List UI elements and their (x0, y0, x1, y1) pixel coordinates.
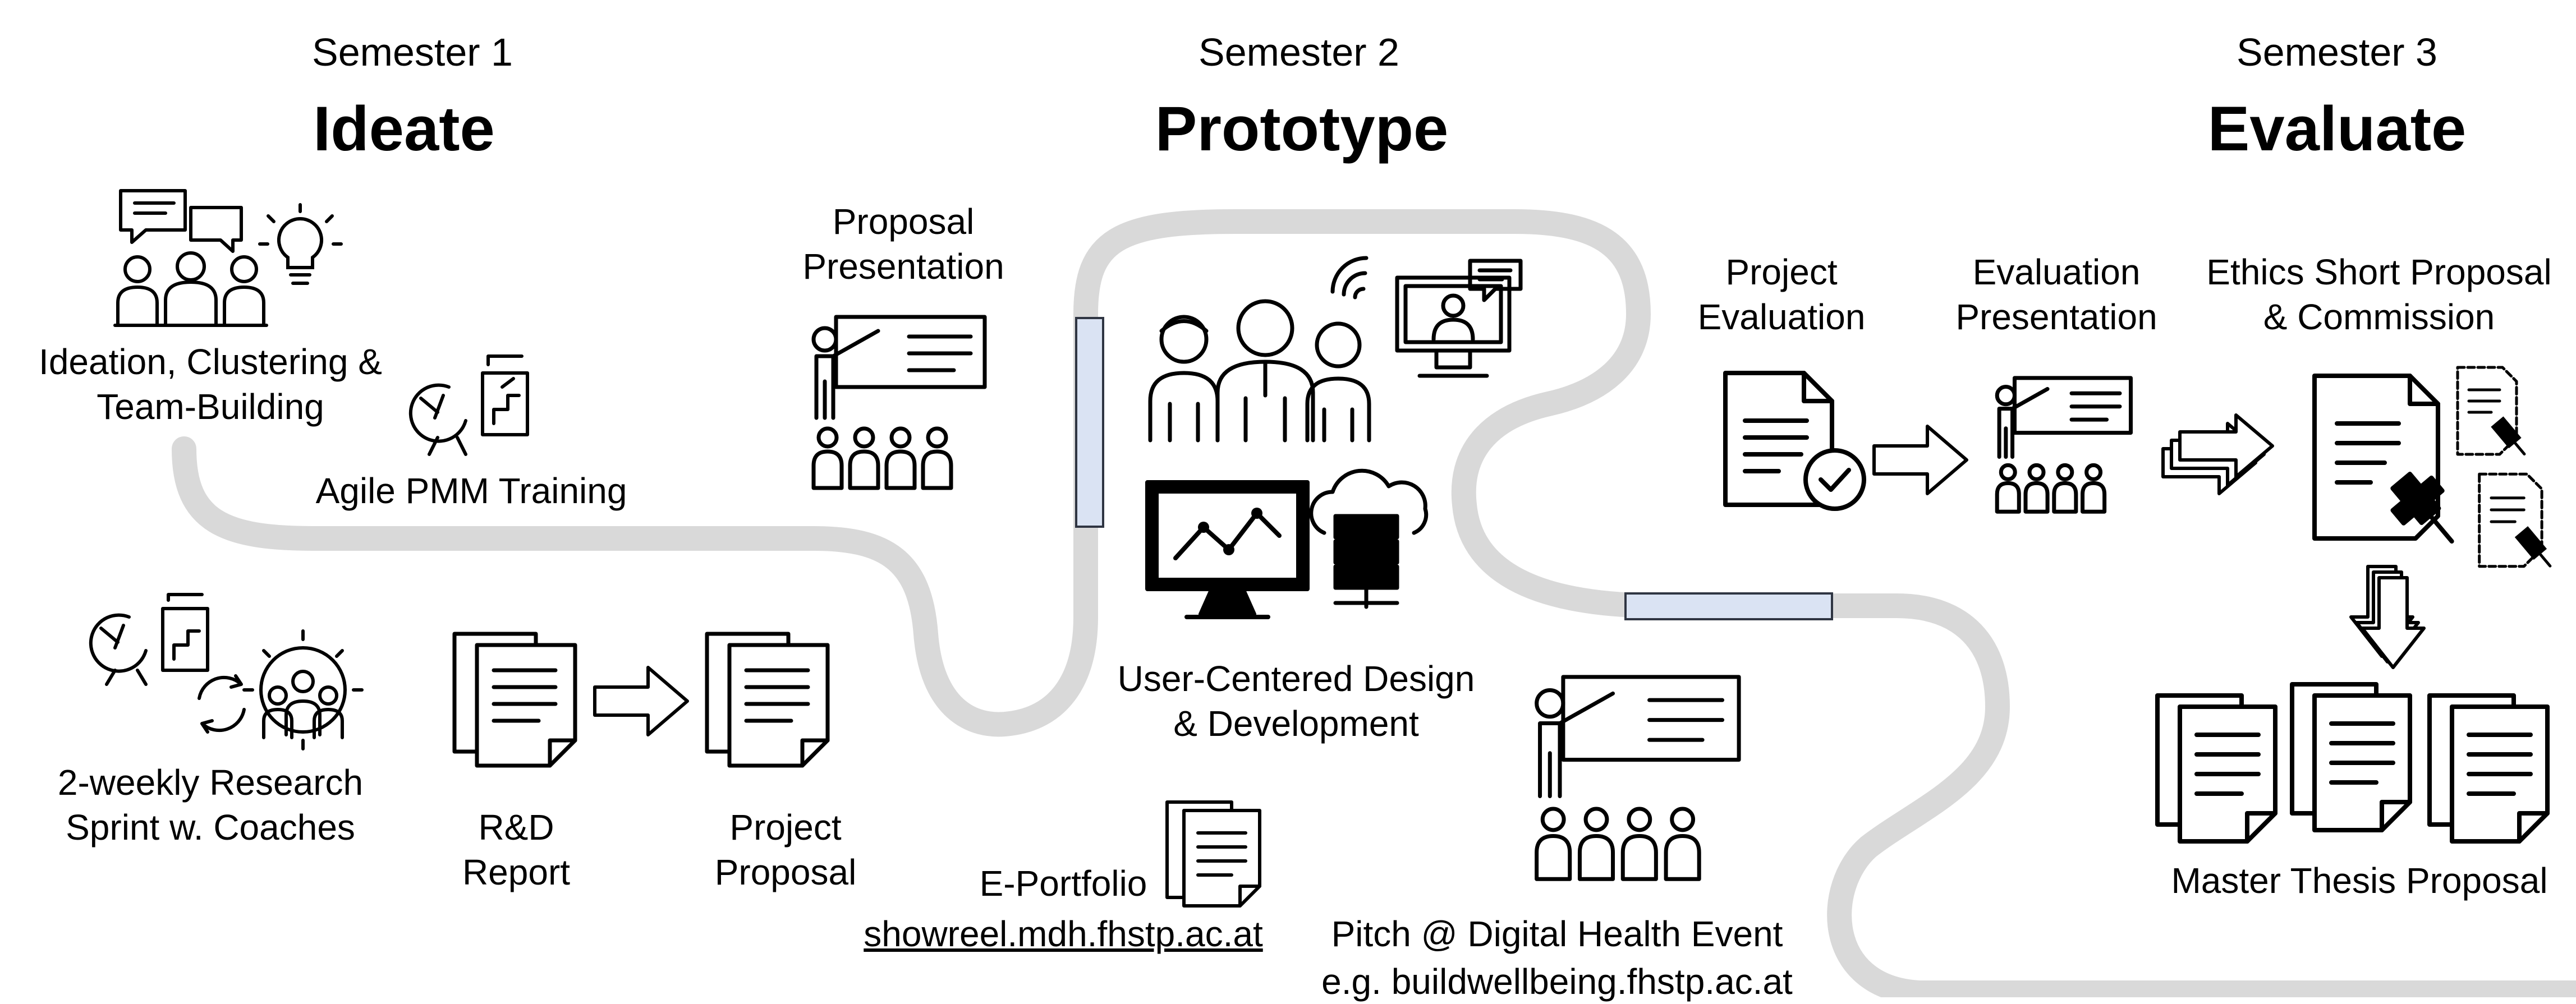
evaluation-presentation-icon (1986, 376, 2135, 516)
milestone-bar-horizontal (1624, 592, 1833, 620)
arrow-right-icon (592, 665, 690, 738)
pitch-presentation-icon (1523, 670, 1742, 889)
rd-report-label: R&D Report (462, 807, 571, 892)
rd-report-document-icon (452, 623, 581, 768)
legal-document-icon (2312, 373, 2474, 550)
pitch-link[interactable]: e.g. buildwellbeing.fhstp.ac.at (1321, 961, 1793, 1002)
cloud-server-icon (1302, 463, 1431, 614)
eportfolio-document-icon (1164, 794, 1265, 911)
milestone-bar-vertical (1075, 317, 1104, 528)
semester-3-label: Semester 3 (2237, 30, 2437, 74)
legal-document-small-icon-bottom (2474, 471, 2559, 569)
analytics-monitor-icon (1145, 480, 1313, 625)
agile-training-label: Agile PMM Training (315, 471, 627, 511)
phase-evaluate-title: Evaluate (2207, 94, 2467, 164)
research-sprint-label: 2-weekly Research Sprint w. Coaches (57, 762, 364, 848)
presentation-icon (802, 314, 988, 494)
team-meeting-icon (112, 185, 269, 331)
agile-sprint-icon (410, 353, 539, 457)
thesis-documents-icon (2155, 684, 2564, 853)
master-thesis-label: Master Thesis Proposal (2171, 860, 2548, 901)
ideation-label: Ideation, Clustering & Team-Building (39, 342, 382, 427)
eportfolio-link[interactable]: showreel.mdh.fhstp.ac.at (864, 914, 1263, 954)
ucd-label: User-Centered Design & Development (1117, 658, 1475, 744)
verified-document-icon (1723, 370, 1871, 513)
project-proposal-label: Project Proposal (714, 807, 857, 892)
semester-1-label: Semester 1 (312, 30, 513, 74)
arrow-right-icon-evaluation (1871, 423, 1969, 496)
semester-2-label: Semester 2 (1199, 30, 1399, 74)
phase-prototype-title: Prototype (1155, 94, 1449, 164)
team-people-icon (1147, 292, 1383, 443)
project-evaluation-label: Project Evaluation (1697, 252, 1866, 337)
ethics-label: Ethics Short Proposal & Commission (2206, 252, 2552, 337)
lightbulb-icon (257, 202, 344, 292)
research-sprint-icon (84, 592, 359, 754)
video-call-icon (1327, 247, 1526, 390)
evaluation-presentation-label: Evaluation Presentation (1955, 252, 2157, 337)
project-proposal-document-icon (704, 623, 833, 768)
phase-ideate-title: Ideate (313, 94, 495, 164)
stacked-arrow-down-icon (2348, 564, 2432, 676)
proposal-presentation-label: Proposal Presentation (802, 201, 1004, 287)
legal-document-small-icon-top (2455, 365, 2531, 457)
eportfolio-label: E-Portfolio (979, 863, 1147, 904)
pitch-label: Pitch @ Digital Health Event (1331, 914, 1783, 954)
stacked-arrow-right-icon (2160, 404, 2275, 499)
